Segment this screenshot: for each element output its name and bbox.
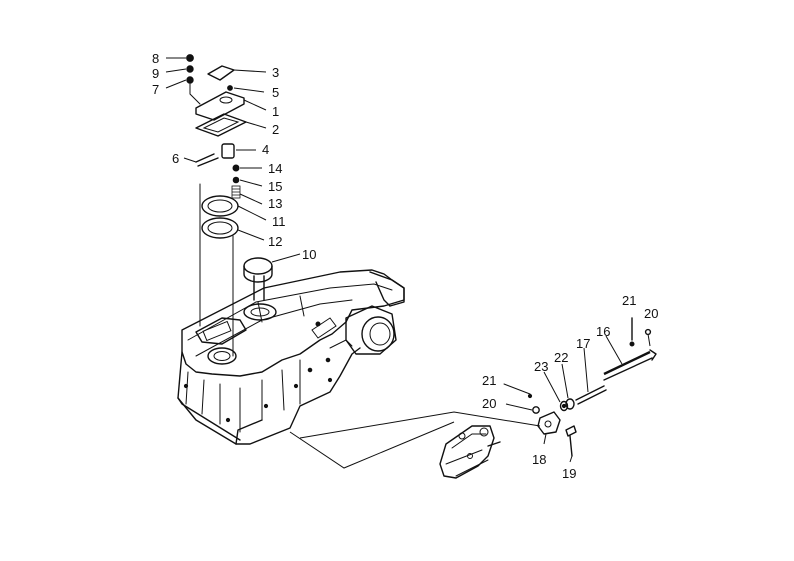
label-part-20-bottom: 20 [482, 396, 496, 411]
label-part-13: 13 [268, 196, 282, 211]
label-part-19: 19 [562, 466, 576, 481]
label-part-8: 8 [152, 51, 159, 66]
part-labels: 8 9 7 3 5 1 2 6 4 14 15 13 11 12 10 21 2… [152, 51, 658, 481]
label-part-17: 17 [576, 336, 590, 351]
label-part-10: 10 [302, 247, 316, 262]
label-part-21-top: 21 [622, 293, 636, 308]
label-part-22: 22 [554, 350, 568, 365]
label-part-16: 16 [596, 324, 610, 339]
label-part-18: 18 [532, 452, 546, 467]
upper-part-stack [165, 54, 267, 241]
label-part-15: 15 [268, 179, 282, 194]
cap-part-10 [243, 253, 301, 283]
label-part-2: 2 [272, 122, 279, 137]
label-part-23: 23 [534, 359, 548, 374]
shaft-assembly [289, 317, 657, 479]
label-part-7: 7 [152, 82, 159, 97]
label-part-14: 14 [268, 161, 282, 176]
label-part-20-top: 20 [644, 306, 658, 321]
label-part-4: 4 [262, 142, 269, 157]
label-part-5: 5 [272, 85, 279, 100]
label-part-1: 1 [272, 104, 279, 119]
label-part-6: 6 [172, 151, 179, 166]
label-part-12: 12 [268, 234, 282, 249]
label-part-11: 11 [272, 214, 286, 229]
label-part-9: 9 [152, 66, 159, 81]
transmission-housing [177, 183, 405, 445]
label-part-21-bottom: 21 [482, 373, 496, 388]
label-part-3: 3 [272, 65, 279, 80]
